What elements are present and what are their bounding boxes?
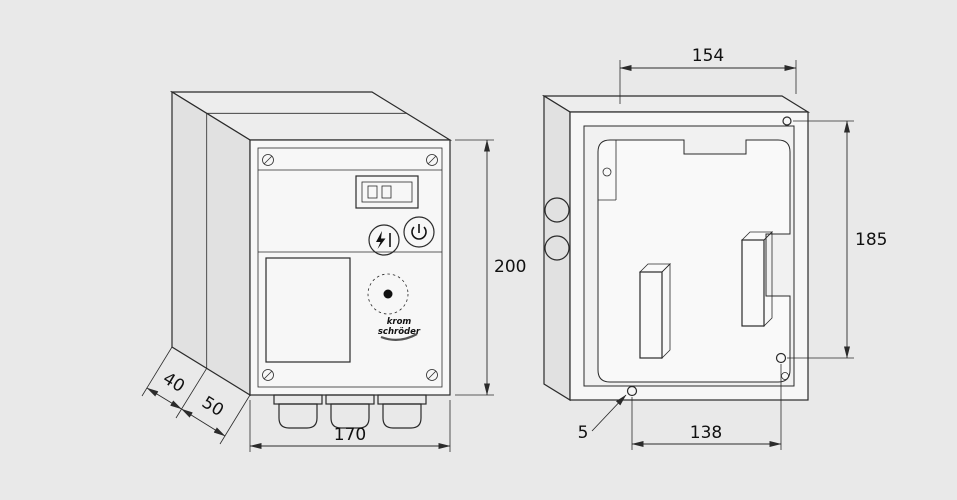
logo-line1: krom	[387, 317, 412, 327]
screw-slot	[263, 370, 273, 380]
display-window	[355, 175, 419, 209]
screw-icon	[426, 154, 438, 166]
dim-inner-width: 154	[619, 46, 797, 104]
knockout-hole	[544, 197, 570, 223]
reset-button[interactable]	[368, 224, 400, 256]
logo-swoosh	[380, 333, 418, 341]
logo-line2: schröder	[378, 327, 421, 337]
dim-label-width: 170	[334, 425, 366, 445]
dim-inner-height: 185	[787, 120, 887, 359]
callout-hole-dia: 5	[578, 394, 627, 443]
display-digit	[381, 185, 392, 199]
screw-icon	[262, 154, 274, 166]
box-side-face	[171, 90, 251, 397]
corner-screw-hole	[781, 372, 789, 380]
display-lcd	[361, 181, 413, 203]
housing-side-face	[543, 94, 571, 402]
dim-label-inner-width: 154	[692, 46, 724, 66]
reset-icon	[376, 231, 386, 249]
door-inner-edge	[257, 147, 443, 388]
brand-logo: krom schröder	[378, 317, 421, 341]
mounting-hole-bottom-right	[775, 352, 787, 364]
screw-slot	[427, 155, 437, 165]
power-button[interactable]	[403, 216, 435, 248]
cable-gland	[325, 394, 375, 429]
cable-glands	[273, 394, 427, 429]
tab-hole	[602, 167, 612, 177]
interior-contour	[597, 139, 791, 383]
screw-icon	[426, 369, 438, 381]
optical-knob[interactable]	[367, 273, 409, 315]
cable-gland	[377, 394, 427, 429]
housing-top-face	[541, 95, 811, 113]
screw-slot	[427, 370, 437, 380]
screw-icon	[262, 369, 274, 381]
display-frame	[355, 175, 419, 209]
dim-hole-pitch: 138	[631, 364, 782, 450]
dim-width: 170	[249, 400, 451, 452]
terminal-block	[639, 263, 671, 359]
knockout-hole	[544, 235, 570, 261]
type-label-plate	[265, 257, 351, 363]
dim-label-hole-dia: 5	[578, 423, 589, 443]
cable-gland	[273, 394, 323, 429]
dim-label-hole-pitch: 138	[690, 423, 722, 443]
door-screws	[262, 154, 438, 381]
terminal-block	[741, 231, 773, 327]
right-view: 154 185 138 5	[541, 46, 887, 450]
dim-label-depth-front: 50	[198, 393, 227, 421]
optical-knob-dot	[383, 289, 393, 299]
screw-slot	[263, 155, 273, 165]
dim-label-height: 200	[494, 257, 526, 277]
left-view: krom schröder 200	[141, 90, 526, 452]
dim-label-depth-rear: 40	[159, 369, 188, 397]
mounting-hole-bottom-left	[626, 385, 638, 397]
mounting-hole-top-right	[782, 116, 792, 126]
display-digit	[367, 185, 378, 199]
power-icon	[411, 224, 427, 240]
dim-label-inner-height: 185	[855, 230, 887, 250]
dim-height: 200	[455, 139, 526, 396]
